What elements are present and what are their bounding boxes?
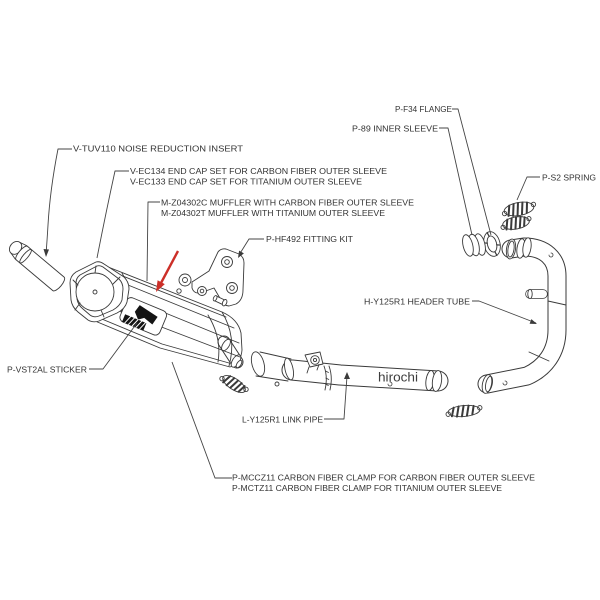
label-clamp-carbon: P-MCCZ11 CARBON FIBER CLAMP FOR CARBON F… [232,473,535,483]
label-clamp-titanium: P-MCTZ11 CARBON FIBER CLAMP FOR TITANIUM… [232,483,502,493]
leader-arrowhead-noise-insert [43,249,49,257]
spring-top-1 [501,201,537,217]
muffler-bolt-washer [176,273,192,294]
label-muffler-carbon: M-Z04302C MUFFLER WITH CARBON FIBER OUTE… [161,198,414,208]
spring-top-2 [500,215,532,231]
inner-sleeve-drawing [462,233,486,257]
leader-header-tube [472,300,537,324]
fitting-kit-bracket-drawing [191,248,245,307]
carbon-clamp-band [96,316,230,364]
leader-inner-sleeve [439,127,473,236]
label-fitting-kit: P-HF492 FITTING KIT [266,234,354,244]
label-inner-sleeve: P-89 INNER SLEEVE [352,124,438,134]
leader-link-pipe [324,375,348,420]
label-sticker: P-VST2AL STICKER [7,364,87,374]
muffler-end-cap [69,261,130,323]
label-spring: P-S2 SPRING [542,172,596,182]
label-link-pipe: L-Y125R1 LINK PIPE [242,414,323,424]
sensor-stub [525,288,548,300]
leader-end-cap [96,170,129,259]
label-flange: P-F34 FLANGE [395,104,452,114]
noise-reduction-insert-drawing [8,240,66,292]
leader-flange [452,108,492,236]
leader-arrowhead-link-pipe [344,372,350,379]
leader-fitting-kit [238,238,264,256]
leader-clamp [171,361,232,479]
link-pipe-drawing [250,351,449,392]
muffler-drawing [69,261,244,369]
spring-muffler-outlet [219,375,249,393]
leader-noise-insert [45,148,72,255]
label-header-tube: H-Y125R1 HEADER TUBE [364,297,470,307]
label-end-cap-carbon: V-EC134 END CAP SET FOR CARBON FIBER OUT… [130,166,387,176]
part-labels: V-TUV110 NOISE REDUCTION INSERT V-EC134 … [7,104,596,493]
leader-arrowhead-fitting-kit [238,250,244,258]
header-tube-drawing [477,237,567,394]
leader-spring [516,176,540,201]
watermark-text: hirochi [378,371,418,385]
leader-arrowhead-header-tube [529,319,537,324]
akrapovic-sticker [119,297,167,336]
label-end-cap-titanium: V-EC133 END CAP SET FOR TITANIUM OUTER S… [130,176,362,186]
label-muffler-titanium: M-Z04302T MUFFLER WITH TITANIUM OUTER SL… [161,208,385,218]
red-highlight-arrow [156,250,180,292]
leader-sticker [89,322,138,370]
spring-bottom [445,404,483,418]
leader-muffler [146,201,160,282]
label-noise-insert: V-TUV110 NOISE REDUCTION INSERT [73,144,244,154]
link-pipe-bracket [304,351,324,374]
